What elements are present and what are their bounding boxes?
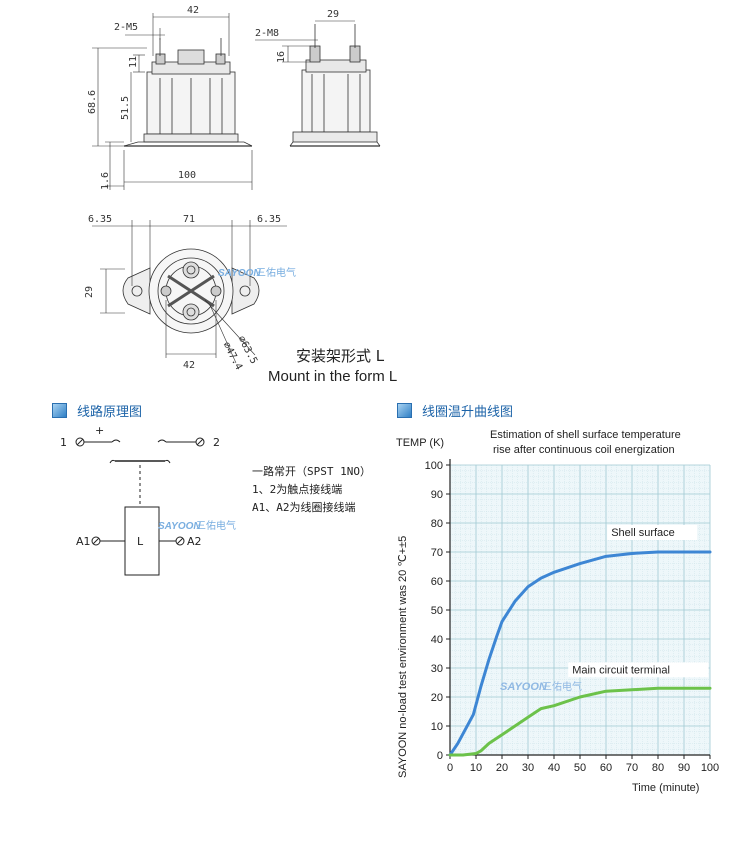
curve-heading: 线圈温升曲线图 — [397, 401, 513, 420]
series-label-shell-surface: Shell surface — [611, 527, 675, 539]
x-tick-label: 50 — [574, 762, 586, 774]
dim-front-height-body: 51.5 — [120, 96, 131, 120]
y-tick-label: 80 — [431, 518, 443, 530]
desc-line-contact-type: 一路常开（SPST 1NO） — [252, 465, 371, 478]
y-tick-label: 60 — [431, 576, 443, 588]
y-tick-label: 40 — [431, 634, 443, 646]
dim-side-terminal: 2-M8 — [255, 28, 279, 39]
dim-top-center: 71 — [183, 214, 195, 225]
watermark-circuit-en: SAYOON — [158, 521, 201, 532]
circuit-heading-text: 线路原理图 — [77, 405, 143, 420]
circuit-description: 一路常开（SPST 1NO） 1、2为触点接线端 A1、A2为线圈接线端 — [252, 463, 371, 517]
x-tick-label: 80 — [652, 762, 664, 774]
y-tick-label: 50 — [431, 605, 443, 617]
chart-ylabel-side: SAYOON no-load test environment was 20 ℃… — [397, 536, 409, 778]
dim-side-height-a: 16 — [276, 51, 287, 63]
dim-top-height: 29 — [84, 286, 95, 298]
curve-heading-text: 线圈温升曲线图 — [422, 405, 514, 420]
x-tick-label: 20 — [496, 762, 508, 774]
watermark-drawing-cn: 三佑电气 — [256, 266, 296, 279]
series-line-shell-surface — [448, 550, 712, 757]
x-tick-label: 60 — [600, 762, 612, 774]
x-tick-label: 30 — [522, 762, 534, 774]
chart-title-line-2: rise after continuous coil energization — [493, 444, 675, 456]
desc-line-contact-terminals: 1、2为触点接线端 — [252, 483, 343, 496]
x-tick-label: 90 — [678, 762, 690, 774]
dim-front-terminal: 2-M5 — [114, 22, 138, 33]
terminal-1-label: 1 — [60, 436, 67, 449]
section-square-icon — [52, 403, 67, 418]
series-line-main-circuit-terminal — [448, 686, 712, 757]
watermark-drawing-en: SAYOON — [218, 268, 261, 279]
y-tick-label: 100 — [425, 460, 443, 472]
x-tick-label: 10 — [470, 762, 482, 774]
section-square-icon — [397, 403, 412, 418]
mount-caption-cn: 安装架形式 L — [296, 347, 385, 365]
y-tick-label: 30 — [431, 663, 443, 675]
y-tick-label: 0 — [437, 750, 443, 762]
mount-caption-en: Mount in the form L — [268, 368, 398, 385]
series-label-bg — [568, 662, 709, 678]
chart-title-line-1: Estimation of shell surface temperature — [490, 429, 681, 441]
desc-line-coil-terminals: A1、A2为线圈接线端 — [252, 501, 356, 514]
x-tick-label: 0 — [447, 762, 453, 774]
front-view — [123, 38, 253, 147]
y-tick-label: 20 — [431, 692, 443, 704]
terminal-2-label: 2 — [213, 436, 220, 449]
plus-sign: + — [95, 425, 104, 437]
dim-front-height-total: 68.6 — [87, 90, 98, 114]
series-label-bg — [607, 525, 698, 540]
terminal-a1-label: A1 — [76, 535, 91, 548]
watermark-chart-cn: 三佑电气 — [542, 680, 582, 693]
dim-base-thickness: 1.6 — [100, 172, 111, 190]
top-view — [122, 248, 260, 334]
dim-top-right-gap: 6.35 — [257, 214, 281, 225]
chart-ylabel-top: TEMP (K) — [396, 437, 444, 449]
circuit-diagram: 1 + 2 L A1 A2 SAYOON 三佑电气 — [60, 425, 236, 576]
terminal-a2-label: A2 — [187, 535, 202, 548]
temperature-chart: 0 10 20 30 40 50 60 70 80 90 100 0 10 20 30 40 50 60 70 80 9… — [396, 429, 719, 794]
series-label-main-circuit-terminal: Main circuit terminal — [572, 664, 670, 676]
x-tick-label: 70 — [626, 762, 638, 774]
chart-xlabel: Time (minute) — [632, 782, 699, 794]
watermark-chart-en: SAYOON — [500, 681, 548, 693]
dim-top-left-gap: 6.35 — [88, 214, 112, 225]
chart-grid — [449, 464, 711, 756]
y-tick-label: 10 — [431, 721, 443, 733]
chart-axes: 0 10 20 30 40 50 60 70 80 90 100 0 10 20 30 40 50 60 70 80 9… — [425, 459, 719, 774]
coil-label: L — [137, 535, 144, 548]
mechanical-drawing: 42 2-M5 11 68.6 51.5 1.6 100 29 2-M8 16 … — [84, 5, 381, 372]
dim-front-height-a: 11 — [128, 56, 139, 68]
dim-front-width: 42 — [187, 5, 199, 16]
dim-side-width: 29 — [327, 9, 339, 20]
y-tick-label: 70 — [431, 547, 443, 559]
dim-base-width: 100 — [178, 170, 196, 181]
y-tick-label: 90 — [431, 489, 443, 501]
dim-top-bottom: 42 — [183, 360, 195, 371]
x-tick-label: 40 — [548, 762, 560, 774]
circuit-heading: 线路原理图 — [52, 401, 142, 420]
side-view — [289, 24, 381, 147]
chart-series — [448, 550, 712, 757]
x-tick-label: 100 — [701, 762, 719, 774]
watermark-circuit-cn: 三佑电气 — [196, 519, 236, 532]
